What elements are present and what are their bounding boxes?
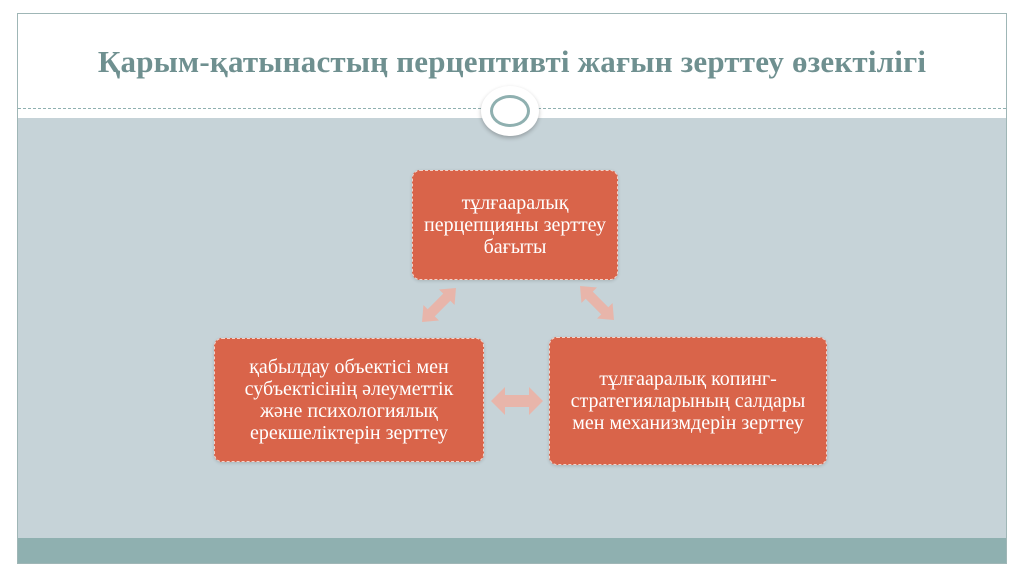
node-label: тұлғааралық копинг-стратегияларының салд… — [570, 368, 806, 434]
node-object-subject-features: қабылдау объектісі мен субъектісінің әле… — [214, 338, 484, 462]
double-arrow-left-right-icon — [491, 387, 543, 415]
slide-frame: Қарым-қатынастың перцептивті жағын зертт… — [17, 13, 1007, 564]
bottom-band — [18, 538, 1006, 563]
ring-ornament-icon — [481, 86, 539, 136]
double-arrow-top-right-icon — [580, 286, 614, 320]
node-interpersonal-perception: тұлғааралық перцепцияны зерттеу бағыты — [412, 170, 618, 280]
node-coping-strategies: тұлғааралық копинг-стратегияларының салд… — [549, 337, 827, 465]
node-label: қабылдау объектісі мен субъектісінің әле… — [244, 356, 454, 444]
double-arrow-top-left-icon — [422, 288, 456, 322]
node-label: тұлғааралық перцепцияны зерттеу бағыты — [424, 192, 606, 258]
slide-title: Қарым-қатынастың перцептивті жағын зертт… — [97, 44, 927, 79]
